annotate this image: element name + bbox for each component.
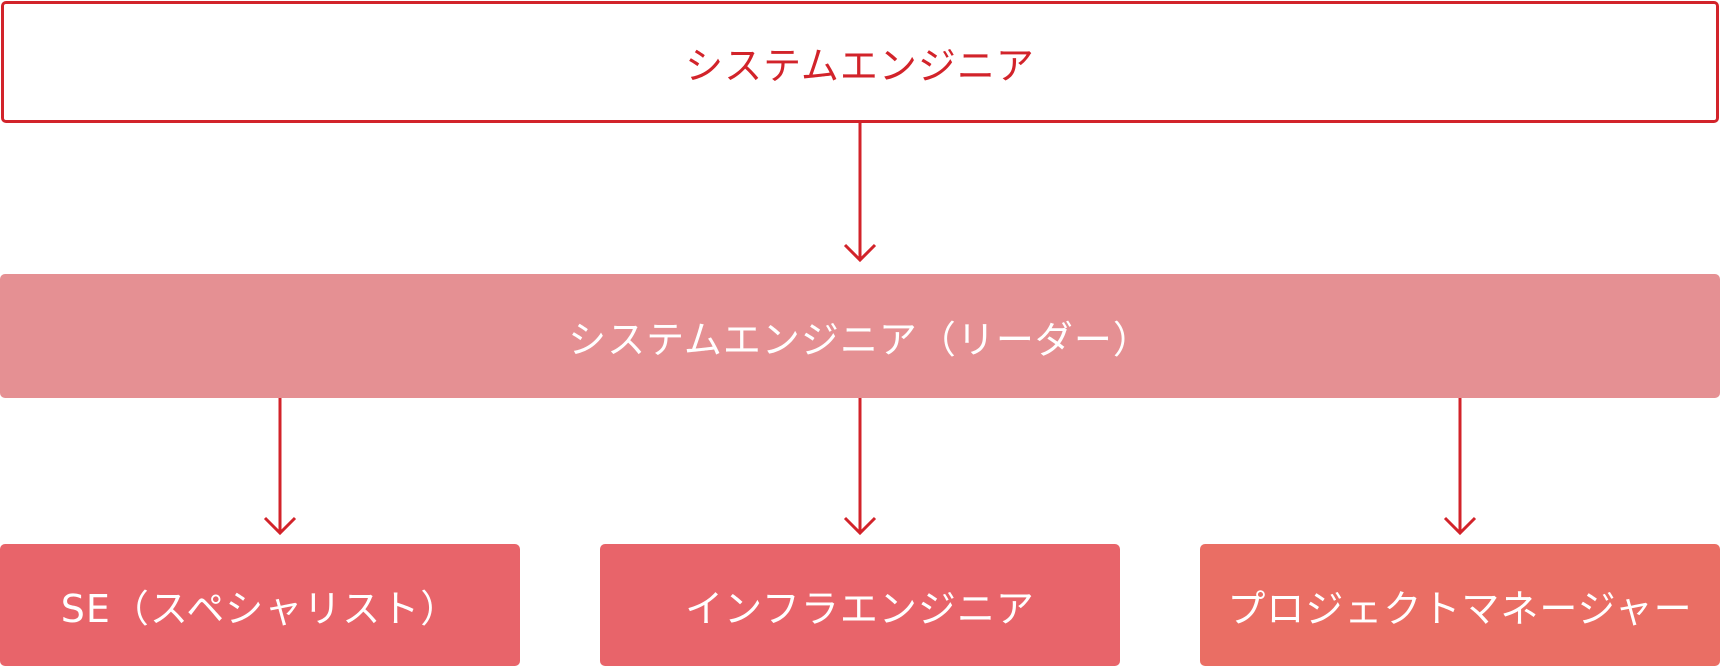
node-leader-label: システムエンジニア（リーダー） <box>568 317 1152 362</box>
arrow-leader-to-pm <box>1443 398 1477 536</box>
node-se-specialist: SE（スペシャリスト） <box>0 544 520 666</box>
node-system-engineer-label: システムエンジニア <box>685 43 1035 88</box>
arrow-top-to-leader <box>843 123 877 263</box>
node-infra-engineer-label: インフラエンジニア <box>685 586 1035 631</box>
arrow-leader-to-infra <box>843 398 877 536</box>
node-system-engineer: システムエンジニア <box>1 1 1719 123</box>
node-system-engineer-leader: システムエンジニア（リーダー） <box>0 274 1720 398</box>
node-project-manager: プロジェクトマネージャー <box>1200 544 1720 666</box>
node-project-manager-label: プロジェクトマネージャー <box>1227 586 1693 631</box>
node-se-specialist-label: SE（スペシャリスト） <box>60 586 460 631</box>
arrow-leader-to-se <box>263 398 297 536</box>
node-infra-engineer: インフラエンジニア <box>600 544 1120 666</box>
